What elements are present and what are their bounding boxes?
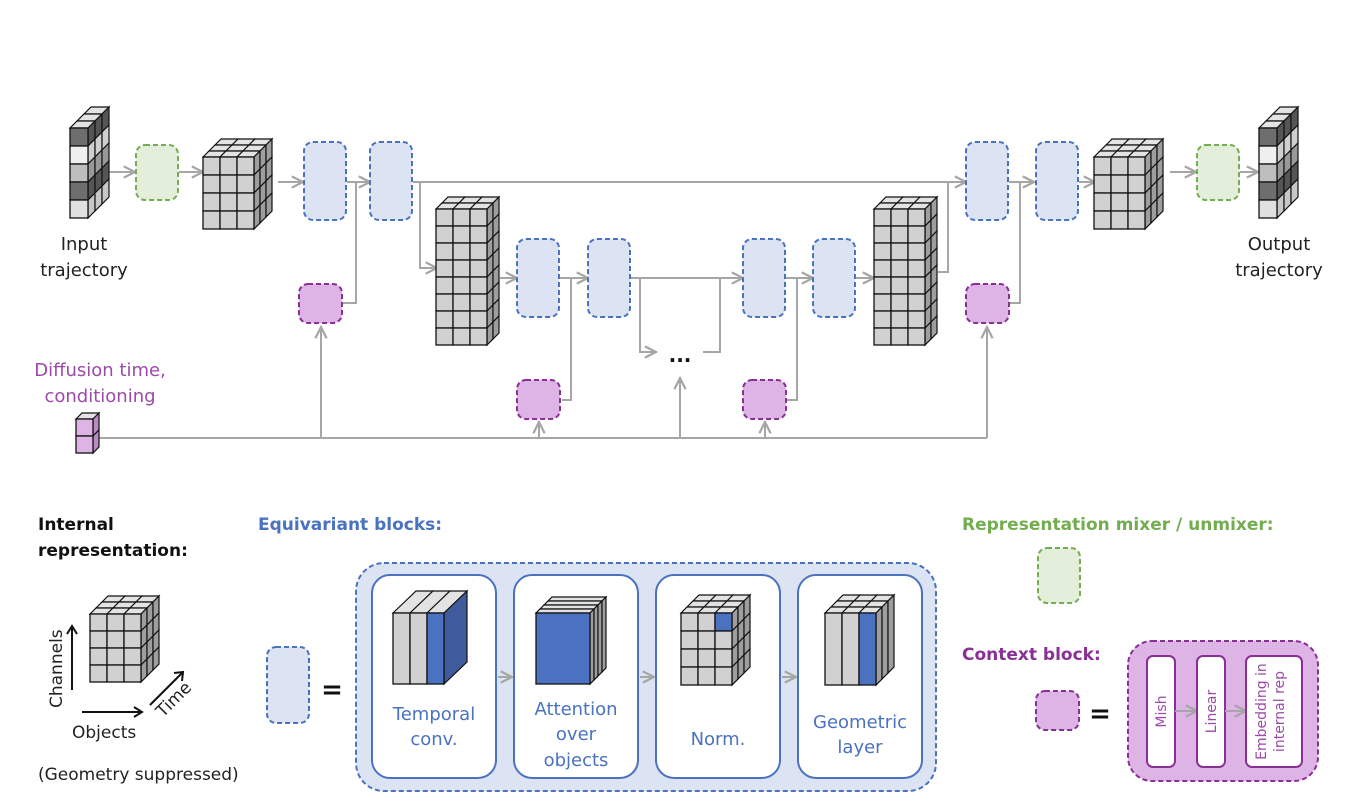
input-label-line1: Input bbox=[61, 234, 108, 255]
downsampled-cube-2 bbox=[872, 195, 939, 347]
mixer-block bbox=[135, 144, 179, 201]
channels-arrowhead bbox=[66, 624, 78, 635]
connections bbox=[98, 172, 1258, 439]
downsampled-cube-1 bbox=[434, 195, 501, 347]
context-block-2 bbox=[516, 379, 561, 420]
equivariant-block-7 bbox=[965, 141, 1009, 221]
equivariant-step-label: Temporal bbox=[392, 704, 475, 725]
unmixer-block bbox=[1196, 144, 1240, 201]
equivariant-step-label: Attention bbox=[534, 699, 617, 720]
attention-cube bbox=[534, 595, 608, 686]
geometry-note: (Geometry suppressed) bbox=[38, 765, 239, 785]
step-labels: Temporal conv. Attention over objects Norm. Ge… bbox=[392, 663, 1288, 771]
legend-context-block bbox=[1035, 690, 1080, 731]
time-arrowhead bbox=[173, 670, 185, 682]
conditioning-tensor bbox=[74, 411, 101, 455]
axis-objects-label: Objects bbox=[72, 723, 136, 743]
equivariant-step-label: conv. bbox=[410, 729, 457, 750]
ctx1-to-main bbox=[343, 182, 357, 304]
equivariant-step-label: over bbox=[556, 724, 597, 745]
axis-time-arrow bbox=[149, 672, 183, 706]
down-to-level2 bbox=[419, 182, 437, 268]
context-step-label: internal rep bbox=[1272, 671, 1288, 752]
tall-up bbox=[938, 182, 949, 273]
conditioning-label-line2: conditioning bbox=[44, 386, 155, 407]
output-trajectory-tensor bbox=[1257, 105, 1300, 220]
equivariant-equals: = bbox=[321, 675, 343, 705]
ctx4-to-main bbox=[1009, 182, 1021, 304]
conditioning-label-line1: Diffusion time, bbox=[34, 360, 166, 381]
to-ellipsis bbox=[639, 278, 656, 352]
internal-rep-cube-2 bbox=[1092, 137, 1165, 231]
output-label-line1: Output bbox=[1248, 234, 1311, 255]
context-block-3 bbox=[742, 379, 787, 420]
equivariant-step-label: Norm. bbox=[691, 729, 746, 750]
from-ellipsis bbox=[703, 278, 721, 353]
legend-internal: Internal representation: Channels Object… bbox=[38, 515, 239, 785]
input-label: Input trajectory bbox=[40, 234, 128, 281]
legend-equivariant: Equivariant blocks: = bbox=[258, 515, 442, 705]
context-step-label: Embedding in bbox=[1254, 663, 1270, 760]
equivariant-block-3 bbox=[516, 238, 560, 318]
input-label-line2: trajectory bbox=[40, 260, 128, 281]
conditioning-label: Diffusion time, conditioning bbox=[34, 360, 166, 407]
context-equals: = bbox=[1089, 699, 1111, 729]
equivariant-block-1 bbox=[303, 141, 347, 221]
legend-internal-cube bbox=[88, 594, 161, 684]
input-trajectory-tensor bbox=[68, 105, 111, 220]
output-label-line2: trajectory bbox=[1235, 260, 1323, 281]
equivariant-block-6 bbox=[812, 238, 856, 318]
legend-mixer-block bbox=[1037, 547, 1081, 604]
equivariant-block-5 bbox=[742, 238, 786, 318]
norm-cube bbox=[679, 593, 752, 687]
legend-equivariant-block bbox=[266, 646, 310, 724]
ctx3-to-main bbox=[787, 278, 798, 401]
objects-arrowhead bbox=[133, 706, 144, 718]
equivariant-block-2 bbox=[369, 141, 413, 221]
context-step-label: Mish bbox=[1154, 695, 1170, 727]
equivariant-step-label: layer bbox=[837, 737, 883, 758]
equivariant-step-label: objects bbox=[544, 750, 609, 771]
legend-context: Context block: = bbox=[962, 645, 1111, 729]
output-label: Output trajectory bbox=[1235, 234, 1323, 281]
shapes bbox=[66, 105, 1319, 792]
equivariant-step-label: Geometric bbox=[813, 712, 907, 733]
axis-time-label: Time bbox=[152, 678, 196, 722]
ctx2-to-main bbox=[562, 278, 572, 401]
mixer-title: Representation mixer / unmixer: bbox=[962, 515, 1274, 535]
legend-internal-title-1: Internal bbox=[38, 515, 114, 535]
internal-rep-cube-1 bbox=[201, 137, 274, 231]
context-step-3 bbox=[1245, 655, 1303, 768]
temporal-conv-cube bbox=[391, 589, 469, 686]
equivariant-title: Equivariant blocks: bbox=[258, 515, 442, 535]
axis-channels-label: Channels bbox=[47, 629, 67, 708]
context-step-label: Linear bbox=[1204, 690, 1220, 734]
equivariant-block-4 bbox=[587, 238, 631, 318]
legend-internal-title-2: representation: bbox=[38, 541, 188, 561]
context-block-4 bbox=[965, 283, 1010, 324]
ellipsis: ... bbox=[669, 343, 692, 367]
geometric-cube bbox=[823, 593, 896, 687]
context-block-1 bbox=[298, 283, 343, 324]
equivariant-block-8 bbox=[1035, 141, 1079, 221]
context-title: Context block: bbox=[962, 645, 1101, 665]
